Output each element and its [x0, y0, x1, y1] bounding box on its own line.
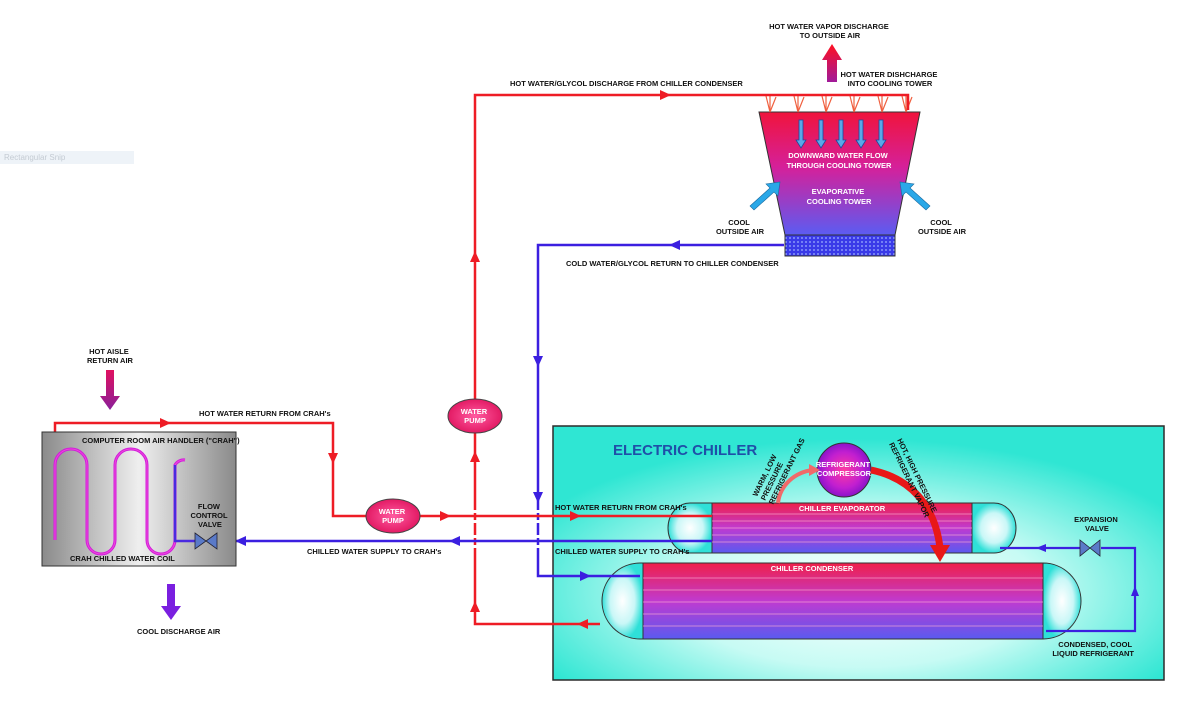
downward-flow-label: DOWNWARD WATER FLOW THROUGH COOLING TOWE… [787, 151, 892, 170]
hot-return-arrow-right-1 [160, 418, 171, 428]
hot-glycol-arrow-up-2 [470, 451, 480, 462]
hot-return-arrow-down [328, 453, 338, 464]
cold-glycol-return-label: COLD WATER/GLYCOL RETURN TO CHILLER COND… [566, 259, 779, 268]
hot-return-crah-label: HOT WATER RETURN FROM CRAH's [199, 409, 331, 418]
warm-gas-arrowhead [809, 464, 820, 476]
cooling-tower: DOWNWARD WATER FLOW THROUGH COOLING TOWE… [716, 22, 967, 257]
cool-air-right-arrow [899, 181, 931, 211]
flow-control-valve-icon[interactable] [194, 532, 218, 550]
cool-discharge-label: COOL DISCHARGE AIR [137, 627, 221, 636]
crah-coil-outlet [173, 465, 197, 543]
downward-water-arrows [795, 119, 887, 149]
warm-gas-flow-arrow [776, 468, 814, 504]
hot-return-chiller-label: HOT WATER RETURN FROM CRAH's [555, 503, 687, 512]
refrigerant-left-arrow [1036, 544, 1046, 552]
condensed-refrigerant-label: CONDENSED, COOL LIQUID REFRIGERANT [1052, 640, 1134, 658]
hot-vapor-flow-arrow [870, 466, 944, 549]
condenser-label: CHILLER CONDENSER [771, 564, 854, 573]
cool-air-right-label: COOL OUTSIDE AIR [918, 218, 967, 236]
hot-glycol-discharge-label: HOT WATER/GLYCOL DISCHARGE FROM CHILLER … [510, 79, 743, 88]
crah-unit: COMPUTER ROOM AIR HANDLER ("CRAH") CRAH … [41, 431, 240, 567]
cold-glycol-arrow-right [580, 571, 591, 581]
vapor-discharge-label: HOT WATER VAPOR DISCHARGE TO OUTSIDE AIR [769, 22, 891, 40]
evaporator-right-cap [971, 502, 1017, 554]
condenser-body [642, 562, 1044, 640]
hot-glycol-arrow-left [577, 619, 588, 629]
condenser-left-cap [601, 562, 644, 640]
chilled-supply-arrow-left-2 [235, 536, 246, 546]
chiller-evaporator: CHILLER EVAPORATOR [667, 502, 1017, 554]
flow-control-valve-label: FLOW CONTROL VALVE [190, 502, 229, 529]
expansion-valve-label: EXPANSION VALVE [1074, 515, 1120, 533]
compressor-label: REFRIGERANT COMPRESSOR [816, 460, 872, 478]
chiller-title: ELECTRIC CHILLER [613, 442, 757, 459]
hot-glycol-discharge-pipe [473, 93, 910, 626]
chilled-supply-chiller-label: CHILLED WATER SUPPLY TO CRAH's [555, 547, 689, 556]
hot-aisle-label: HOT AISLE RETURN AIR [87, 347, 134, 365]
hot-glycol-arrow-up-1 [470, 251, 480, 262]
hot-glycol-arrow-right [660, 90, 671, 100]
hot-vapor-arrowhead [930, 545, 950, 562]
cooling-tower-basin [784, 234, 896, 257]
condenser-tubes [643, 577, 1043, 627]
cool-air-left-label: COOL OUTSIDE AIR [716, 218, 765, 236]
hot-water-discharge-label: HOT WATER DISHCHARGE INTO COOLING TOWER [840, 70, 939, 88]
upper-pump-label: WATER PUMP [461, 407, 490, 425]
crah-cabinet [41, 431, 237, 567]
hot-return-arrow-right-2 [440, 511, 451, 521]
hot-glycol-arrow-up-3 [470, 601, 480, 612]
hot-aisle-air-arrow [100, 370, 120, 410]
crah-coil-label: CRAH CHILLED WATER COIL [70, 554, 175, 563]
electric-chiller: ELECTRIC CHILLER CHILLER EVAPORATOR [552, 425, 1165, 681]
cold-glycol-arrow-down-1 [533, 356, 543, 367]
chilled-supply-label: CHILLED WATER SUPPLY TO CRAH's [307, 547, 441, 556]
cold-glycol-arrow-down-2 [533, 492, 543, 503]
evaporative-tower-label: EVAPORATIVE COOLING TOWER [807, 187, 872, 206]
cool-discharge-air-arrow [161, 584, 181, 620]
expansion-valve-icon[interactable] [1079, 539, 1101, 557]
refrigerant-up-arrow [1131, 586, 1139, 596]
vapor-discharge-arrow [822, 44, 842, 82]
chilled-supply-arrow-left-1 [449, 536, 460, 546]
evaporator-label: CHILLER EVAPORATOR [799, 504, 886, 513]
spray-nozzles [765, 94, 913, 113]
condenser-right-cap [1042, 562, 1082, 640]
crah-title: COMPUTER ROOM AIR HANDLER ("CRAH") [82, 436, 240, 445]
rectangular-snip-label: Rectangular Snip [0, 151, 134, 164]
chiller-condenser: CHILLER CONDENSER [601, 562, 1082, 640]
hot-return-arrow-right-3 [570, 511, 581, 521]
evaporator-tubes [712, 513, 972, 543]
lower-water-pump[interactable] [365, 498, 421, 534]
upper-water-pump[interactable] [447, 398, 503, 434]
cool-air-left-arrow [749, 181, 781, 211]
lower-pump-label: WATER PUMP [379, 507, 408, 525]
cold-glycol-arrow-left [669, 240, 680, 250]
pipe-crossings [471, 510, 542, 548]
